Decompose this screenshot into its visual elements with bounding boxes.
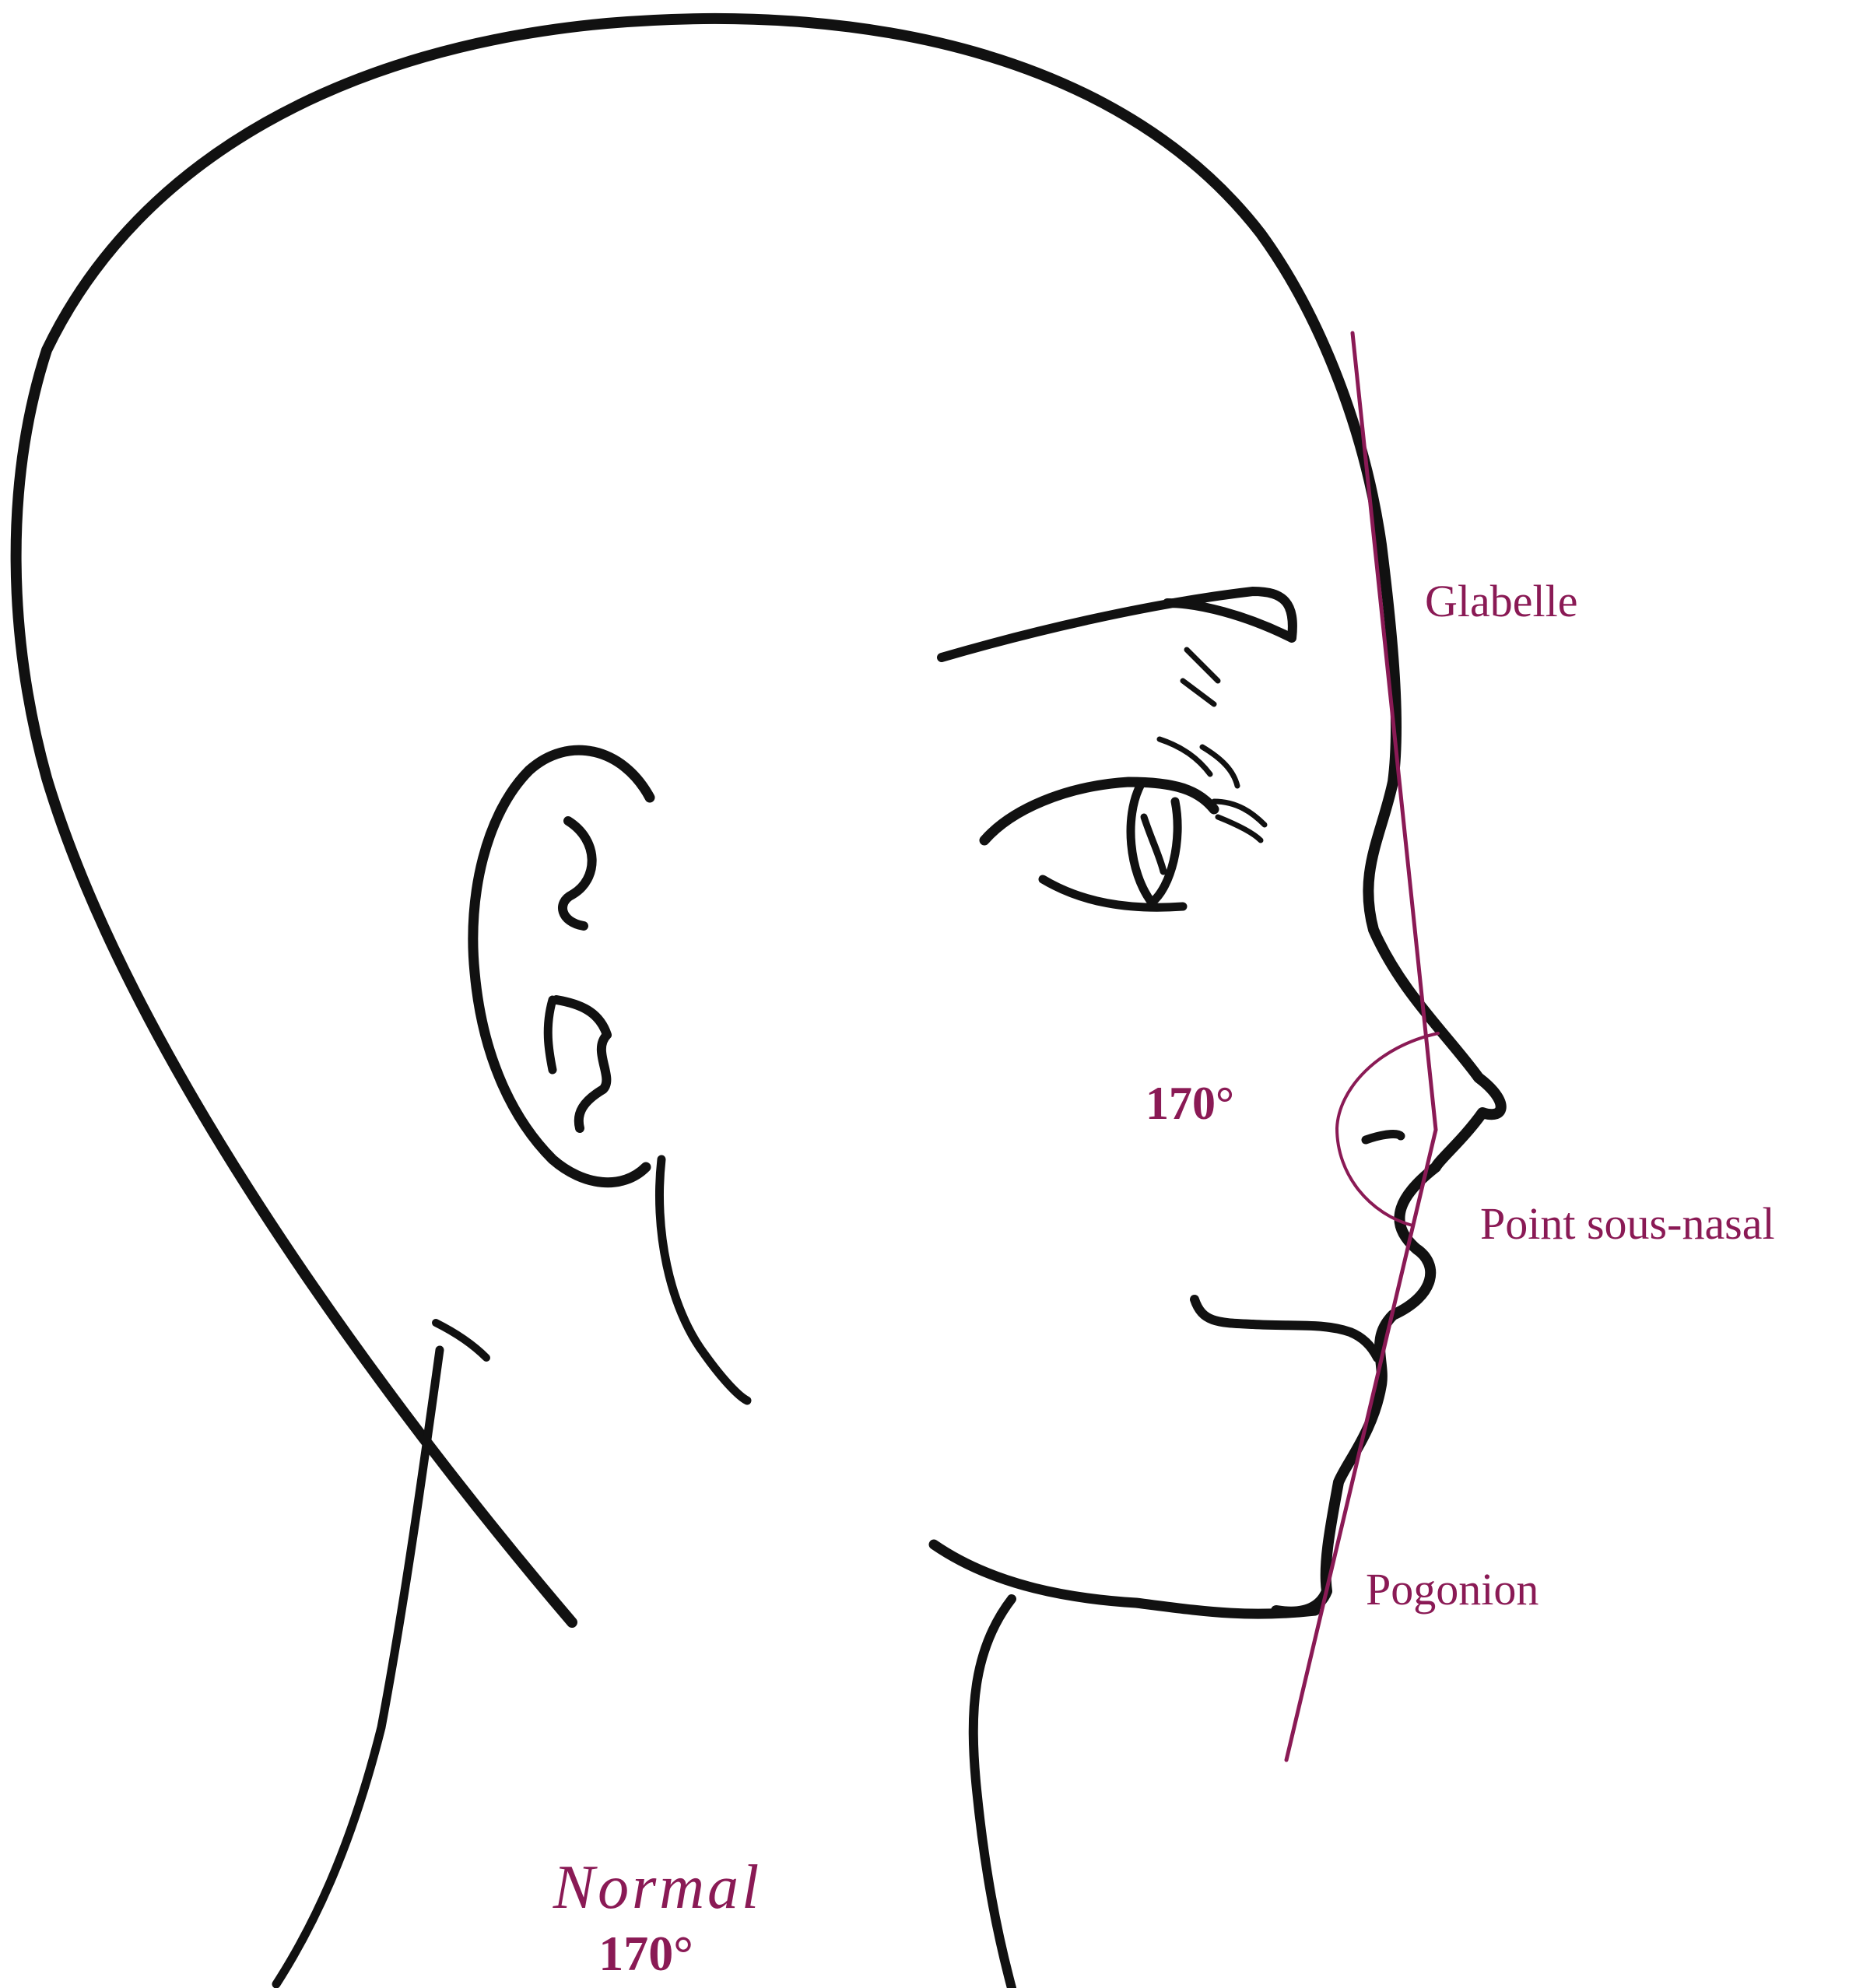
angle-arc	[1337, 1033, 1438, 1225]
eyebrow	[942, 591, 1293, 657]
angle-value-label: 170°	[1146, 1078, 1234, 1129]
ear-inner-curl	[548, 1000, 553, 1070]
nostril	[1366, 1134, 1401, 1140]
pogonion-label: Pogonion	[1366, 1564, 1538, 1615]
neck-front-line	[974, 1599, 1012, 1988]
cheek-line	[659, 1159, 747, 1401]
head-drawing	[16, 19, 1501, 1988]
mouth-line	[1195, 1299, 1377, 1358]
neck-back-line	[276, 1350, 440, 1984]
caption-value: 170°	[598, 1926, 693, 1981]
jaw-line	[934, 1544, 1315, 1614]
ear-inner-lower	[556, 1000, 607, 1128]
caption-title: Normal	[553, 1853, 763, 1922]
ear-outline	[473, 750, 650, 1183]
head-outline	[16, 19, 1501, 1622]
glabella-subnasal-line	[1353, 333, 1436, 1130]
eye-pupil	[1144, 817, 1163, 871]
profile-angle-lines	[1286, 333, 1438, 1760]
ear-inner-upper	[563, 821, 592, 926]
glabelle-label: Glabelle	[1425, 576, 1577, 626]
point-sous-nasal-label: Point sous-nasal	[1480, 1198, 1775, 1249]
